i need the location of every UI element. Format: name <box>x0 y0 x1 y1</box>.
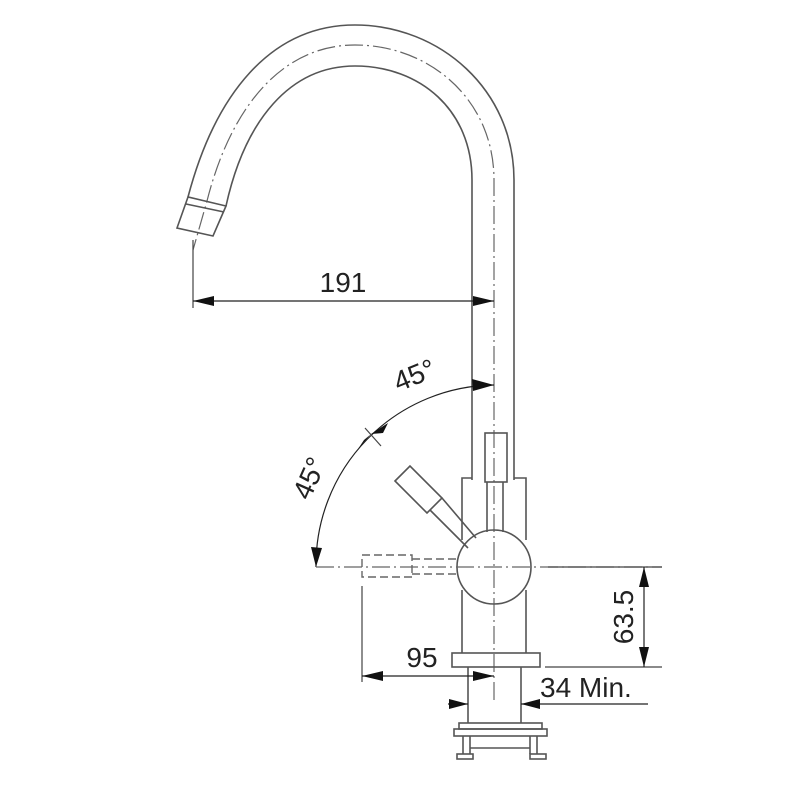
cartridge <box>484 432 508 483</box>
spout-reach-label: 191 <box>320 267 367 298</box>
base-foot-right <box>529 753 547 760</box>
flange <box>451 652 541 668</box>
dimension-handle-reach: 95 <box>361 586 494 682</box>
dimension-handle-height: 63.5 <box>545 566 662 668</box>
handle-reach-label: 95 <box>406 642 437 673</box>
base-foot-left <box>456 753 474 760</box>
dimension-lever-angle: 45° 45° <box>287 353 495 568</box>
dimension-spout-reach: 191 <box>192 240 494 308</box>
lever-handle <box>393 464 477 549</box>
lever-handle-alt-position <box>316 554 662 578</box>
faucet-body <box>451 432 541 723</box>
angle-upper-label: 45° <box>389 353 440 398</box>
handle-height-label: 63.5 <box>608 590 639 645</box>
mounting-base <box>453 722 548 760</box>
spout <box>175 24 515 700</box>
angle-lower-label: 45° <box>287 452 333 503</box>
dimension-hole-diameter: 34 Min. <box>448 672 648 709</box>
hole-diameter-label: 34 Min. <box>540 672 632 703</box>
aerator <box>175 196 228 237</box>
